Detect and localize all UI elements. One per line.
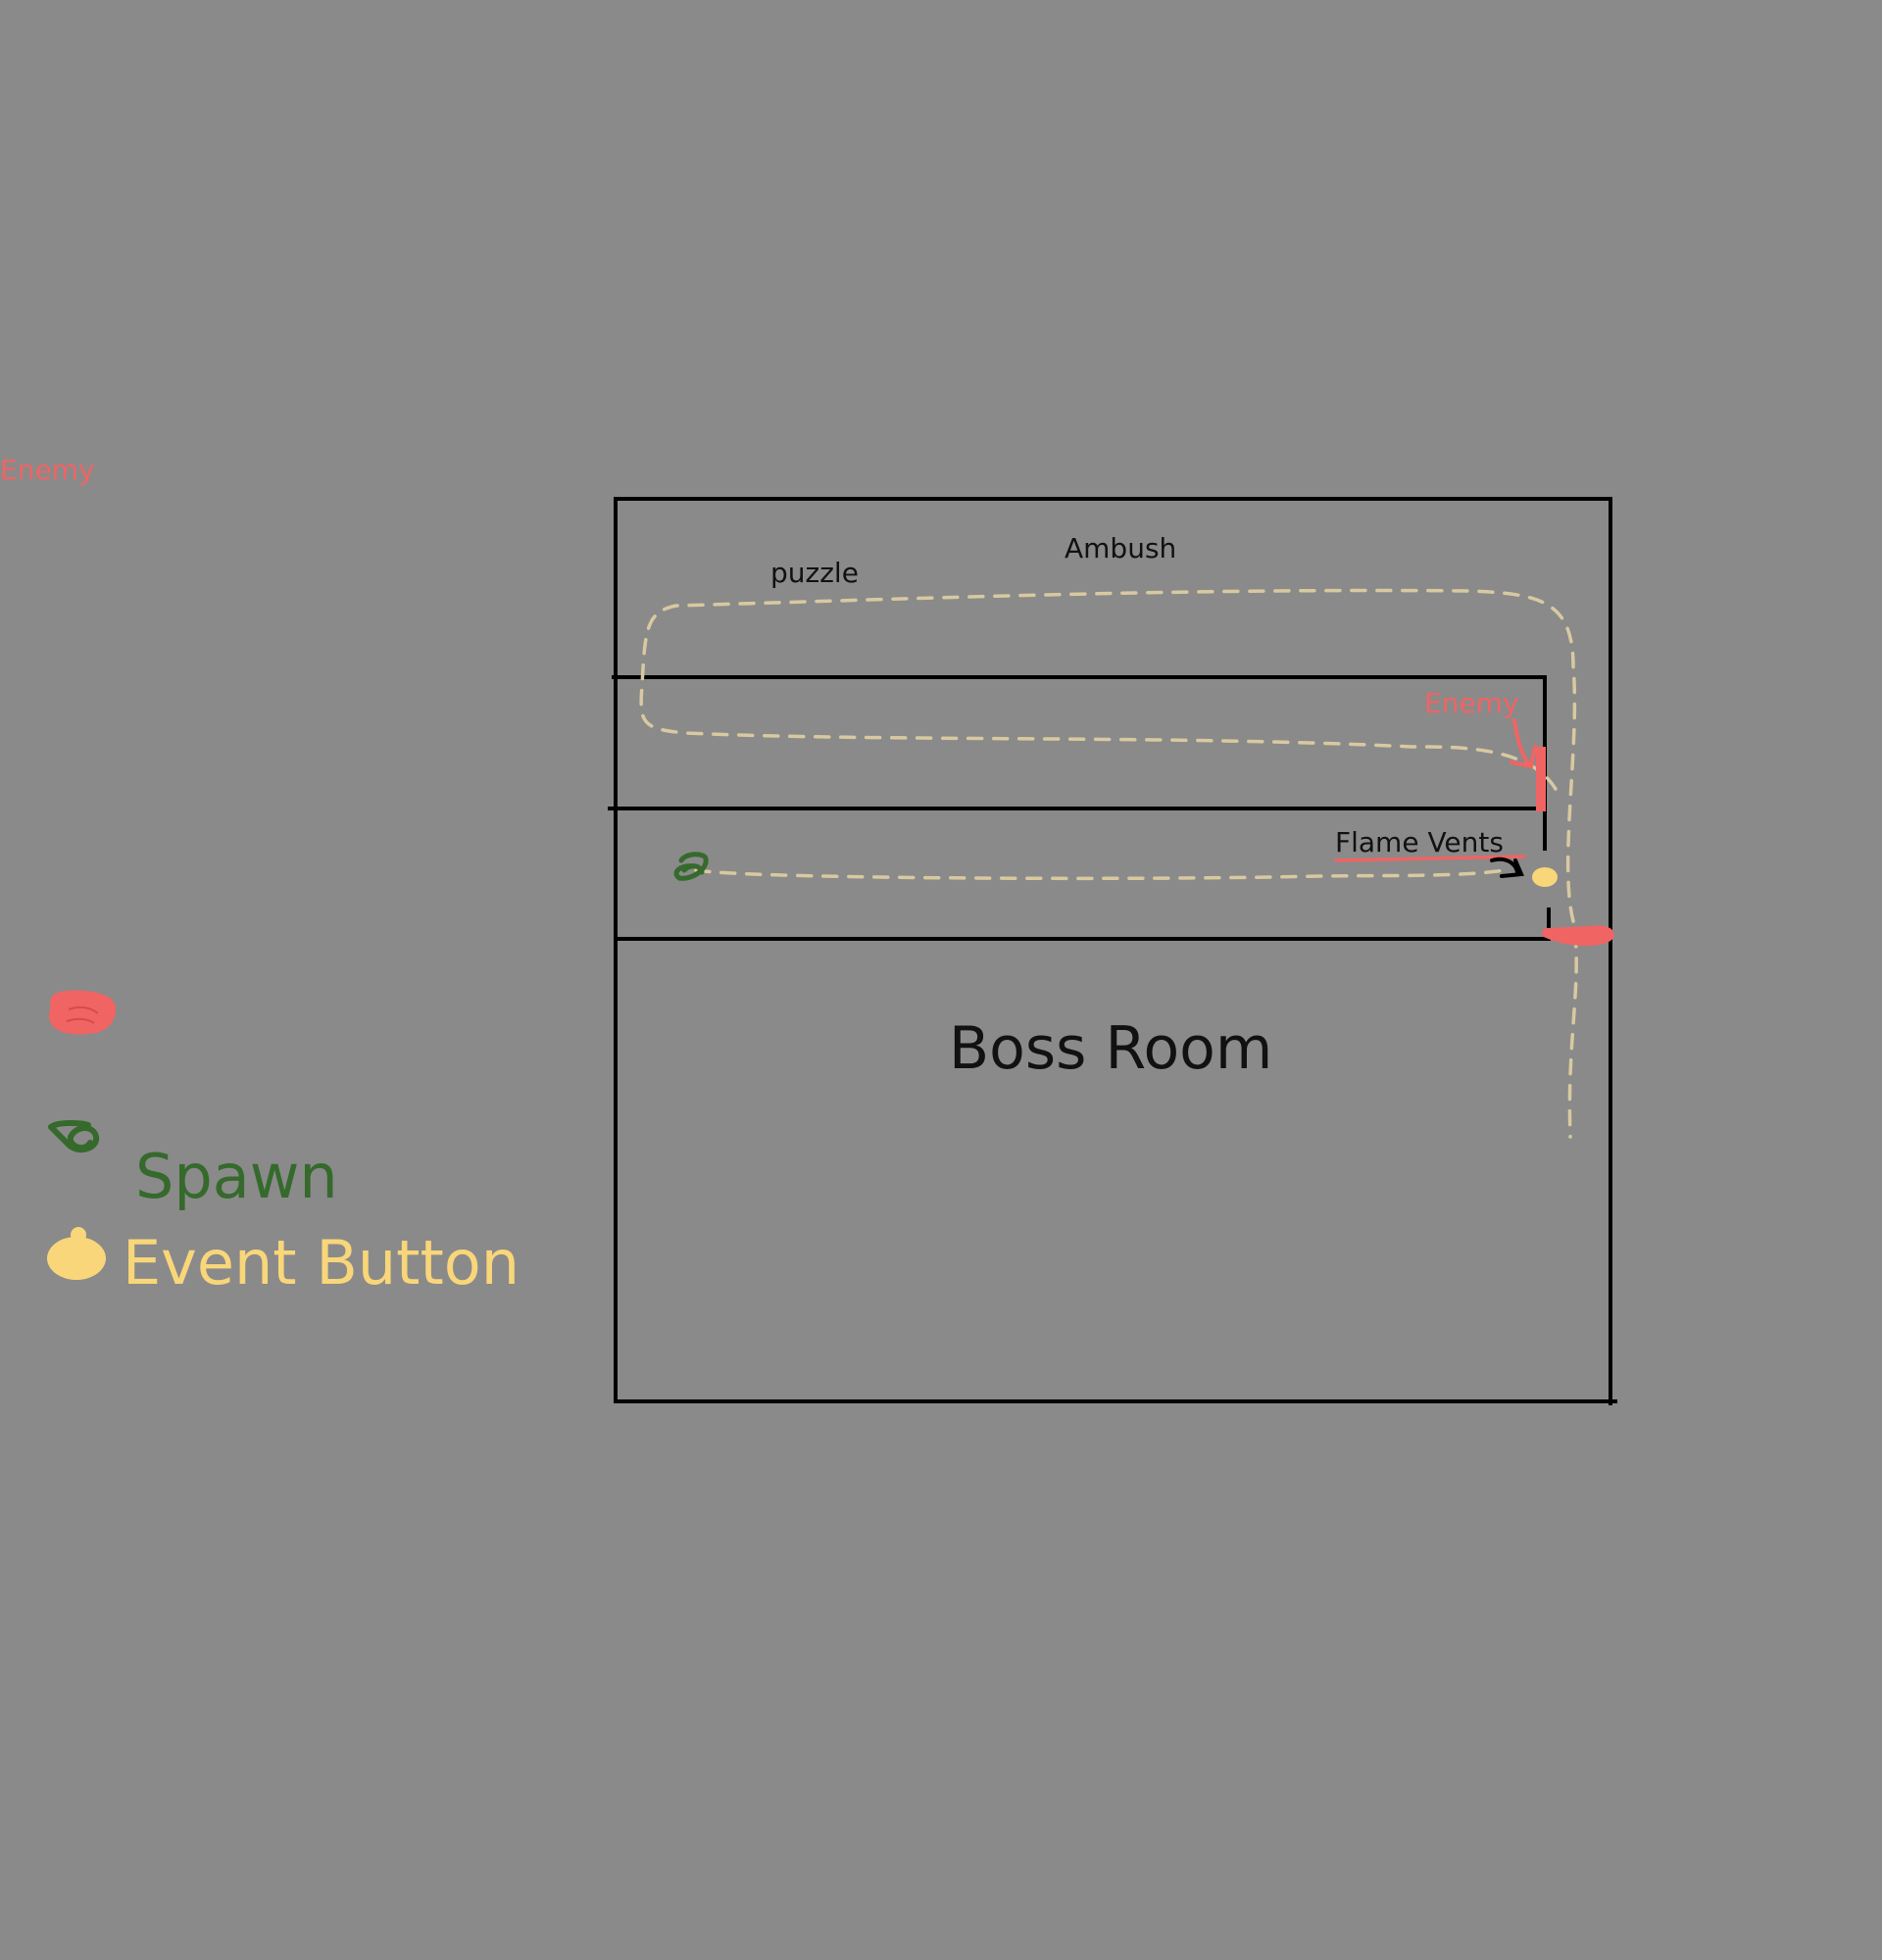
- enemy-arrow-icon: [1510, 718, 1537, 769]
- legend: Enemy Spawn Event Button: [0, 454, 520, 1298]
- legend-spawn-label: Spawn: [135, 1141, 338, 1212]
- flame-vents-label: Flame Vents: [1335, 826, 1504, 858]
- puzzle-label: puzzle: [770, 557, 859, 589]
- event-button-icon: [47, 1227, 106, 1280]
- enemy-icon: [49, 990, 117, 1035]
- spawn-icon: [48, 1119, 100, 1153]
- flame-arrow-icon: [1490, 857, 1524, 878]
- enemy-marker-corridor: [1536, 747, 1546, 811]
- legend-enemy-label: Enemy: [0, 454, 95, 486]
- flame-vents-underline: [1334, 855, 1526, 862]
- boss-room-label: Boss Room: [949, 1014, 1272, 1083]
- ambush-label: Ambush: [1065, 532, 1176, 564]
- enemy-marker-door: [1542, 925, 1614, 947]
- walls: [608, 497, 1617, 1405]
- legend-event-button-label: Event Button: [123, 1227, 520, 1298]
- event-button-marker: [1532, 867, 1558, 887]
- enemy-label: Enemy: [1424, 687, 1519, 719]
- spawn-marker: [673, 852, 709, 881]
- route-path: [639, 588, 1578, 1139]
